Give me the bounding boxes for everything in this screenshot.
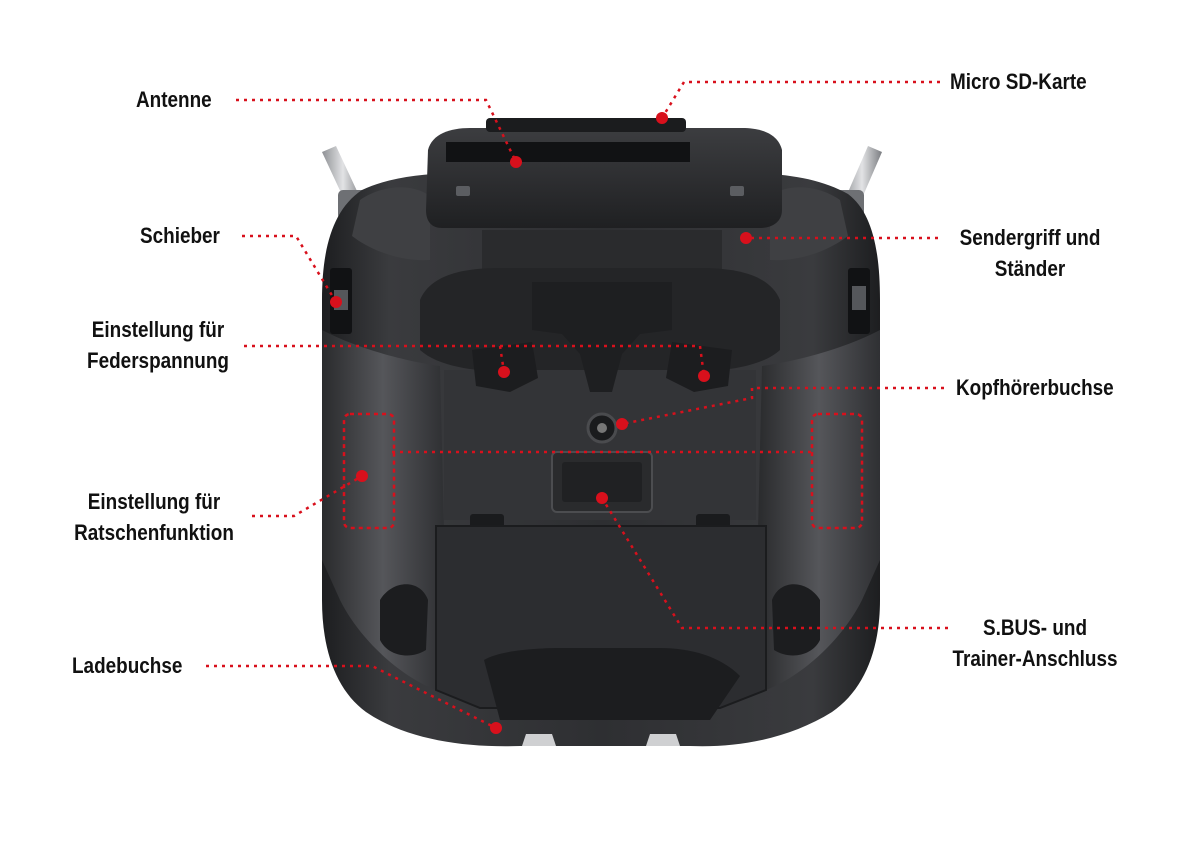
label-federspannung: Einstellung für Federspannung xyxy=(87,317,229,373)
ratchet-marker-right xyxy=(810,412,864,530)
ratchet-marker-left xyxy=(342,412,396,530)
label-ladebuchse: Ladebuchse xyxy=(72,653,183,678)
label-sbus: S.BUS- und Trainer-Anschluss xyxy=(952,615,1118,671)
label-micro-sd: Micro SD-Karte xyxy=(950,69,1087,94)
leader-lines xyxy=(206,80,948,730)
label-antenne: Antenne xyxy=(136,87,212,112)
label-kopfhoerer: Kopfhörerbuchse xyxy=(956,375,1114,400)
label-ratschen: Einstellung für Ratschenfunktion xyxy=(74,489,234,545)
callout-dots xyxy=(330,112,752,734)
label-sendergriff: Sendergriff und Ständer xyxy=(959,225,1101,281)
label-schieber: Schieber xyxy=(140,223,220,248)
